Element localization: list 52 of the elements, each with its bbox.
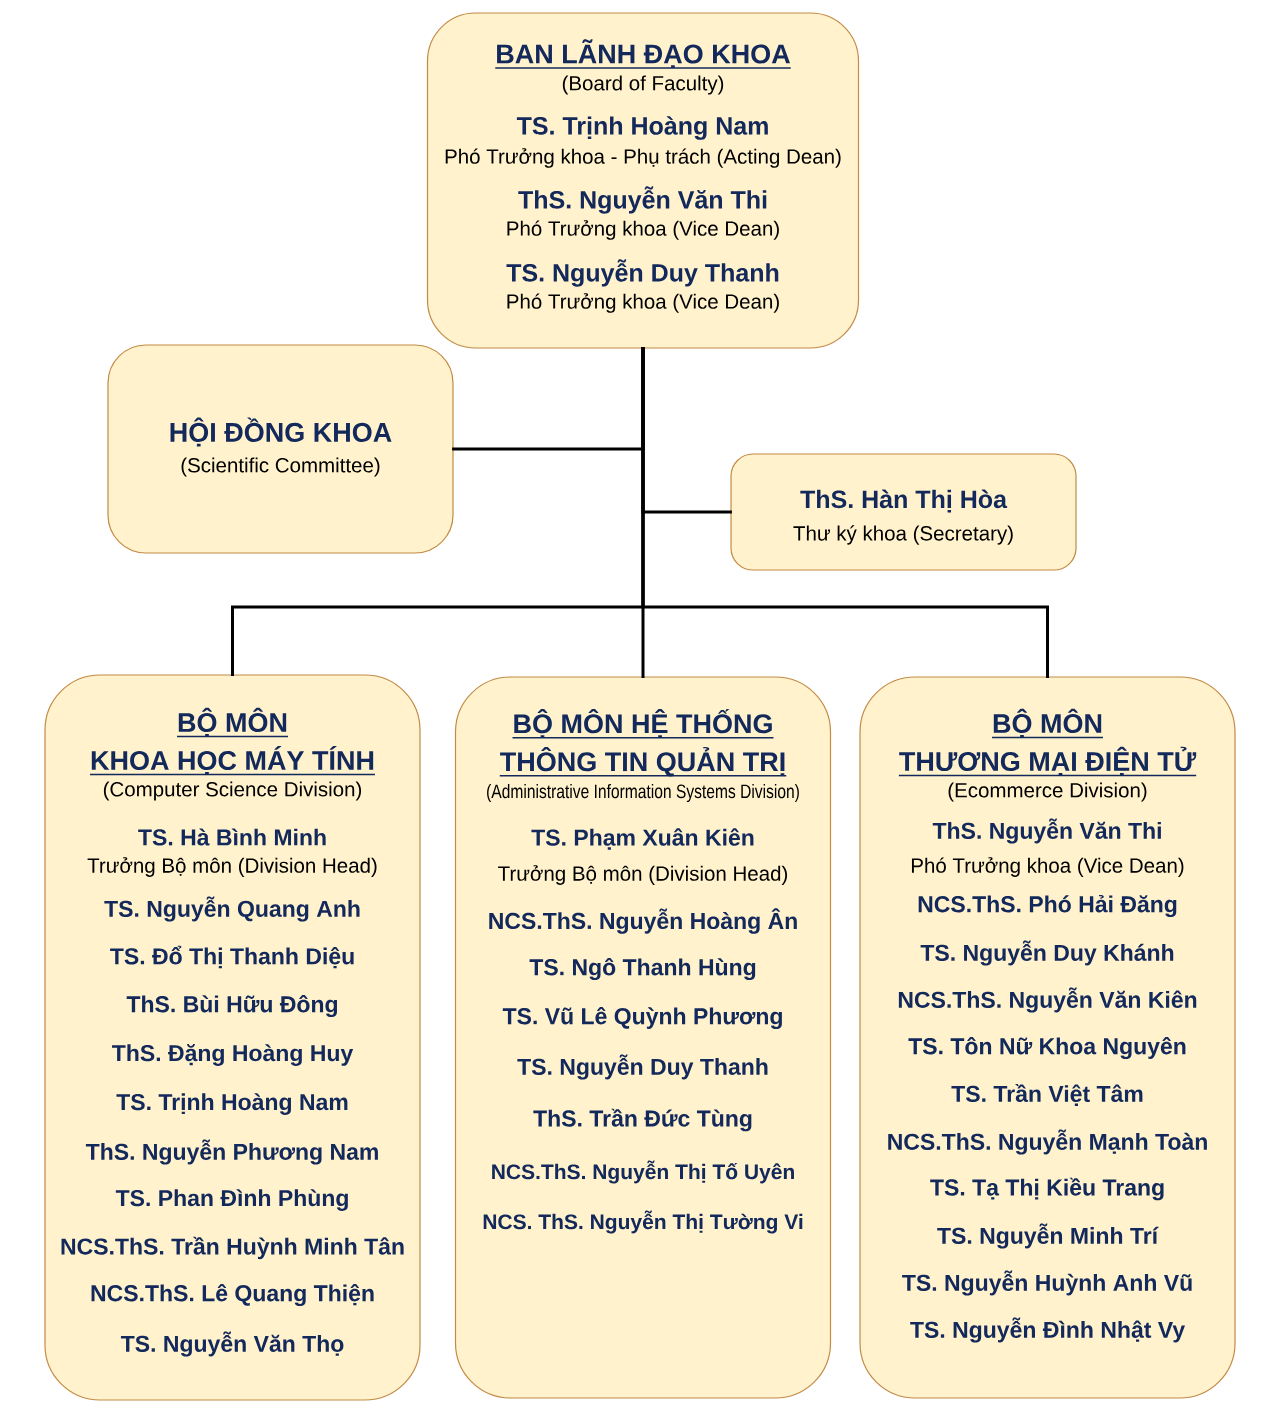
person-name: TS. Đổ Thị Thanh Diệu bbox=[110, 945, 354, 969]
person-name: TS. Nguyễn Minh Trí bbox=[937, 1223, 1159, 1249]
unit-heading: BỘ MÔN THƯƠNG MẠI ĐIỆN TỬ bbox=[898, 708, 1197, 777]
role-text: Trưởng Bộ môn (Division Head) bbox=[498, 865, 788, 885]
person-name: NCS.ThS. Nguyễn Mạnh Toàn bbox=[888, 1129, 1207, 1155]
person-name: NCS.ThS. Lê Quang Thiện bbox=[91, 1284, 374, 1307]
person-name: TS. Tôn Nữ Khoa Nguyên bbox=[908, 1037, 1186, 1060]
person-name: TS. Trịnh Hoàng Nam bbox=[516, 116, 768, 140]
subtitle: (Board of Faculty) bbox=[562, 75, 724, 95]
person-name: ThS. Đặng Hoàng Huy bbox=[112, 1044, 354, 1066]
subtitle: (Administrative Information Systems Division) bbox=[487, 783, 799, 803]
person-name: ThS. Nguyễn Phương Nam bbox=[85, 1139, 378, 1165]
unit-heading: BỘ MÔN KHOA HỌC MÁY TÍNH bbox=[89, 707, 376, 776]
person-name: ThS. Hàn Thị Hòa bbox=[800, 489, 1008, 513]
subtitle: (Scientific Committee) bbox=[181, 457, 380, 477]
person-name: TS. Phạm Xuân Kiên bbox=[531, 828, 754, 850]
role-text: Phó Trưởng khoa (Vice Dean) bbox=[507, 220, 779, 240]
role-text: Trưởng Bộ môn (Division Head) bbox=[87, 857, 377, 877]
person-name: NCS. ThS. Nguyễn Thị Tường Vi bbox=[483, 1210, 803, 1234]
role-text: Phó Trưởng khoa (Vice Dean) bbox=[911, 857, 1184, 877]
person-name: ThS. Trần Đức Tùng bbox=[533, 1108, 752, 1132]
person-name: TS. Trần Việt Tâm bbox=[951, 1084, 1143, 1106]
unit-heading: HỘI ĐỒNG KHOA bbox=[170, 417, 392, 447]
role-text: Thư ký khoa (Secretary) bbox=[793, 525, 1013, 545]
person-name: TS. Nguyễn Đình Nhật Vy bbox=[910, 1317, 1185, 1343]
person-name: TS. Phan Đình Phùng bbox=[115, 1189, 348, 1211]
role-text: Phó Trưởng khoa (Vice Dean) bbox=[507, 293, 779, 313]
person-name: TS. Nguyễn Duy Thanh bbox=[506, 259, 779, 287]
person-name: TS. Nguyễn Duy Thanh bbox=[517, 1054, 768, 1080]
subtitle: (Ecommerce Division) bbox=[948, 782, 1147, 802]
person-name: NCS.ThS. Trần Huỳnh Minh Tân bbox=[61, 1236, 404, 1260]
person-name: TS. Vũ Lê Quỳnh Phương bbox=[502, 1007, 782, 1030]
person-name: NCS.ThS. Nguyễn Văn Kiên bbox=[898, 987, 1197, 1013]
person-name: TS. Nguyễn Văn Thọ bbox=[120, 1331, 344, 1357]
person-name: ThS. Nguyễn Văn Thi bbox=[932, 818, 1161, 844]
role-text: Phó Trưởng khoa - Phụ trách (Acting Dean) bbox=[445, 148, 841, 168]
person-name: ThS. Bùi Hữu Đông bbox=[126, 995, 338, 1018]
person-name: NCS.ThS. Nguyễn Hoàng Ân bbox=[489, 908, 797, 934]
person-name: TS. Ngô Thanh Hùng bbox=[529, 958, 756, 981]
person-name: TS. Nguyễn Huỳnh Anh Vũ bbox=[902, 1270, 1192, 1296]
person-name: TS. Hà Bình Minh bbox=[138, 828, 326, 846]
connector-line bbox=[641, 347, 1049, 678]
person-name: NCS.ThS. Phó Hải Đăng bbox=[918, 894, 1177, 918]
unit-heading: BAN LÃNH ĐẠO KHOA bbox=[494, 39, 792, 69]
unit-heading: BỘ MÔN HỆ THỐNG THÔNG TIN QUẢN TRỊ bbox=[498, 708, 788, 777]
person-name: TS. Trịnh Hoàng Nam bbox=[116, 1093, 348, 1115]
person-name: NCS.ThS. Nguyễn Thị Tố Uyên bbox=[492, 1160, 794, 1184]
person-name: TS. Nguyễn Quang Anh bbox=[104, 896, 360, 922]
person-name: TS. Tạ Thị Kiều Trang bbox=[930, 1177, 1164, 1201]
subtitle: (Computer Science Division) bbox=[103, 781, 362, 801]
person-name: TS. Nguyễn Duy Khánh bbox=[920, 940, 1174, 966]
person-name: ThS. Nguyễn Văn Thi bbox=[518, 186, 767, 214]
